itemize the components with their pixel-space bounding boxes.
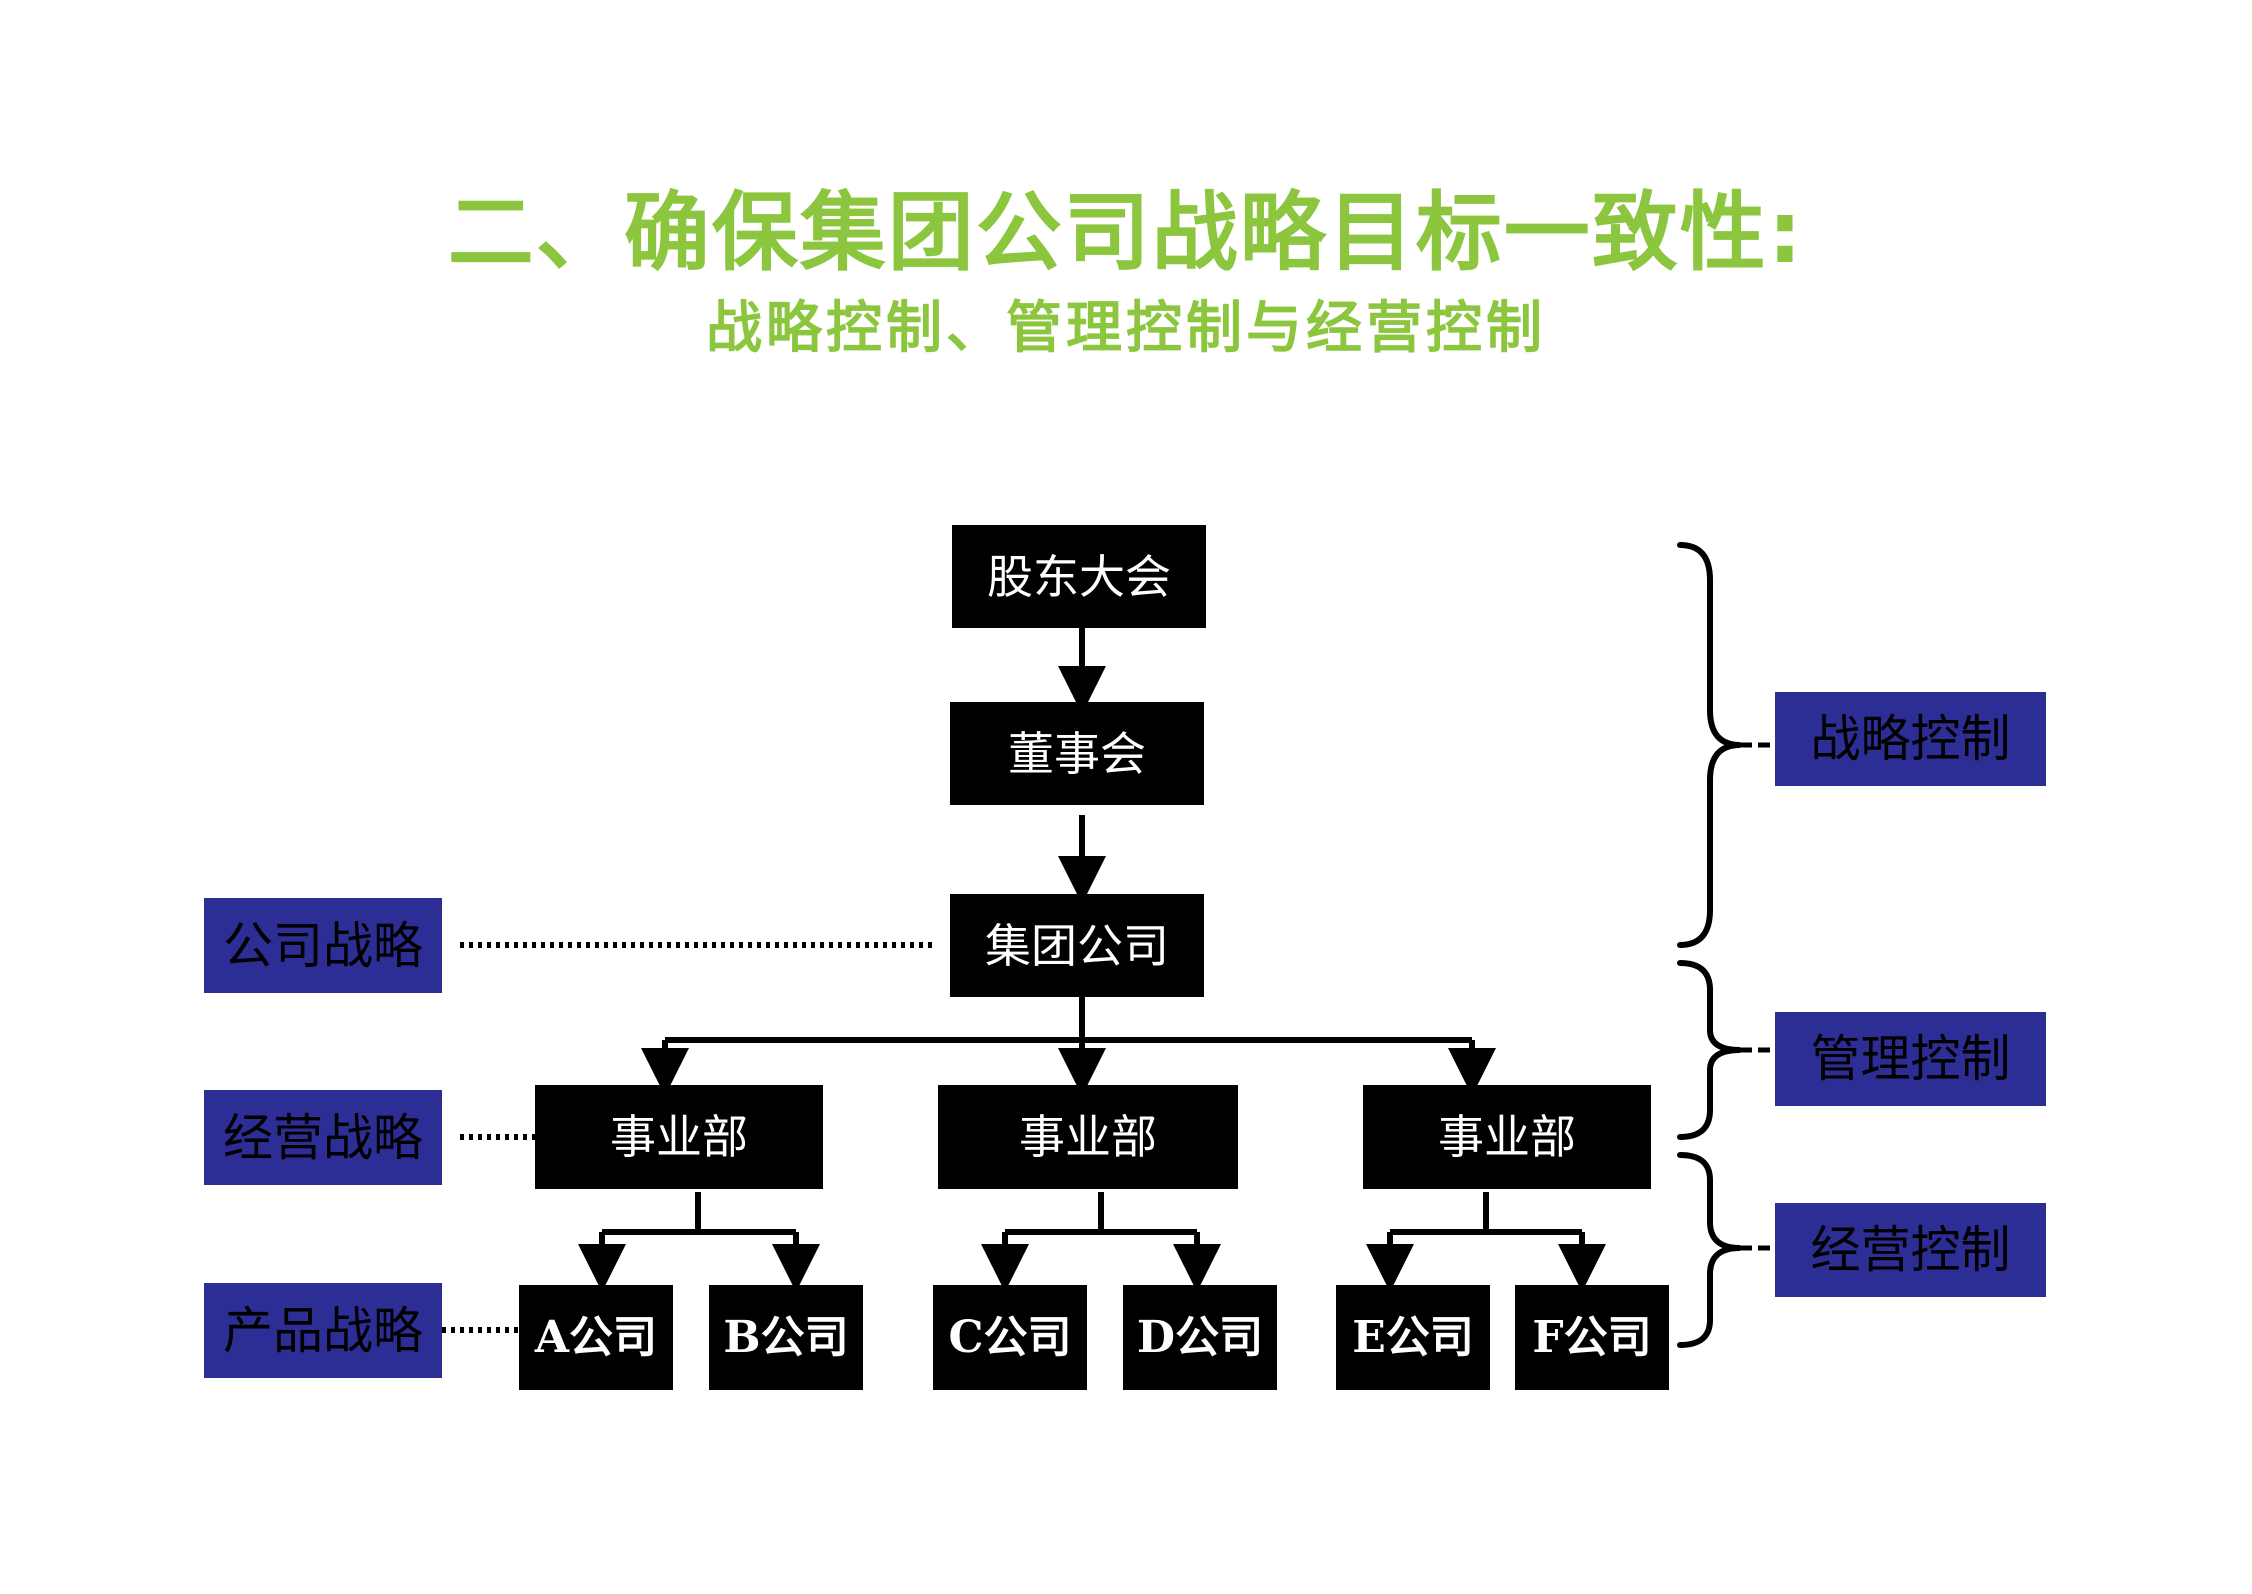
division-box-3: 事业部 bbox=[1363, 1085, 1651, 1189]
label-corporate-strategy: 公司战略 bbox=[204, 898, 442, 993]
page-title: 二、确保集团公司战略目标一致性: bbox=[447, 183, 1805, 283]
label-product-strategy: 产品战略 bbox=[204, 1283, 442, 1378]
company-box-b: B公司 bbox=[709, 1285, 863, 1390]
label-management-control: 管理控制 bbox=[1775, 1012, 2046, 1106]
division-box-2: 事业部 bbox=[938, 1085, 1238, 1189]
brace-strategic bbox=[1677, 542, 1741, 948]
company-box-d: D公司 bbox=[1123, 1285, 1277, 1390]
page-subtitle: 战略控制、管理控制与经营控制 bbox=[706, 295, 1546, 361]
brace-management bbox=[1677, 960, 1741, 1140]
company-box-f: F公司 bbox=[1515, 1285, 1669, 1390]
company-box-c: C公司 bbox=[933, 1285, 1087, 1390]
shareholders-box: 股东大会 bbox=[952, 525, 1206, 628]
brace-operational bbox=[1677, 1152, 1741, 1348]
company-box-e: E公司 bbox=[1336, 1285, 1490, 1390]
label-strategic-control: 战略控制 bbox=[1775, 692, 2046, 786]
division-box-1: 事业部 bbox=[535, 1085, 823, 1189]
board-box: 董事会 bbox=[950, 702, 1204, 805]
company-box-a: A公司 bbox=[519, 1285, 673, 1390]
label-operational-control: 经营控制 bbox=[1775, 1203, 2046, 1297]
group-box: 集团公司 bbox=[950, 894, 1204, 997]
label-business-strategy: 经营战略 bbox=[204, 1090, 442, 1185]
